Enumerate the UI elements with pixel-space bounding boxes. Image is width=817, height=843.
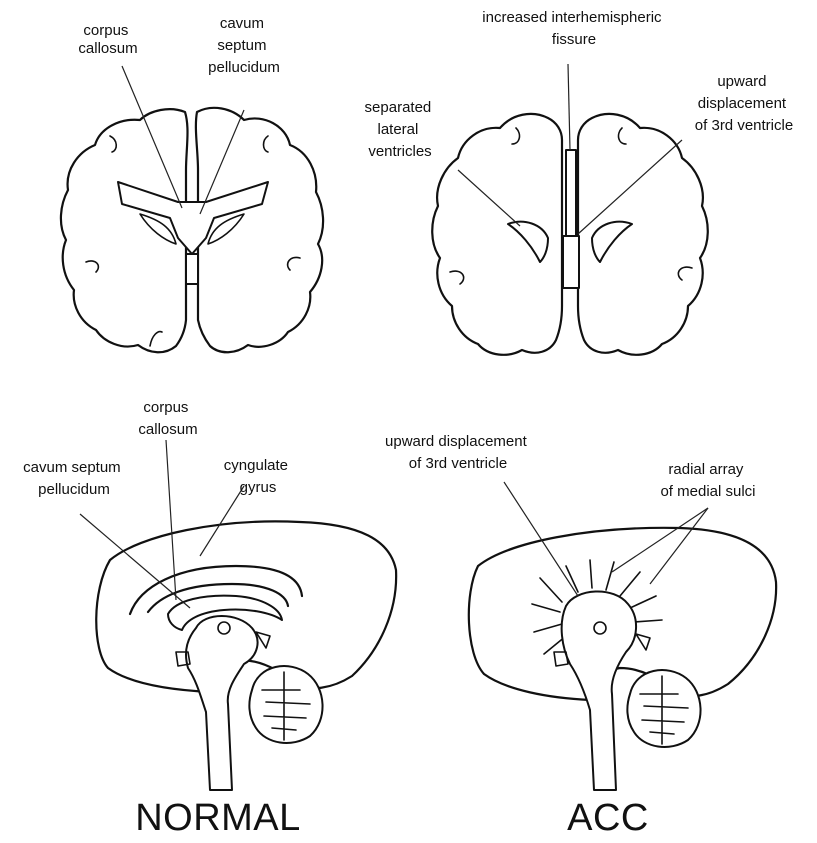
acc-third-ventricle	[563, 236, 579, 288]
acc-sagittal-3rd-label: upward displacement of 3rd ventricle	[385, 433, 531, 472]
normal-third-ventricle	[186, 254, 198, 284]
normal-sagittal-cc-label: corpus callosum	[138, 399, 197, 438]
acc-coronal-brain	[432, 64, 708, 355]
acc-cerebellum	[627, 670, 700, 747]
normal-coronal-brain	[61, 66, 323, 352]
normal-caption: NORMAL	[135, 797, 301, 839]
normal-coronal-csp-label: cavum septum pellucidum	[208, 15, 280, 76]
normal-sagittal-cingulate-label: cyngulate gyrus	[224, 457, 292, 496]
normal-sagittal-brain	[80, 440, 396, 790]
acc-right-ventricle	[592, 222, 632, 262]
acc-coronal-3rd-label: upward displacement of 3rd ventricle	[695, 73, 793, 134]
normal-diencephalon	[186, 616, 257, 790]
normal-coronal-cc-label: corpus callosum	[78, 22, 137, 57]
acc-coronal-ventricles-label: separated lateral ventricles	[365, 99, 436, 160]
normal-cerebellum	[249, 666, 322, 743]
acc-sagittal-sulci-label: radial array of medial sulci	[660, 461, 755, 500]
acc-sagittal-brain	[469, 482, 776, 790]
acc-left-ventricle	[508, 222, 548, 262]
normal-coronal-ventricles	[118, 182, 268, 254]
acc-caption: ACC	[567, 797, 649, 839]
acc-coronal-fissure-label: increased interhemispheric fissure	[482, 9, 665, 48]
normal-sagittal-csp-label: cavum septum pellucidum	[23, 459, 125, 498]
acc-interhemispheric-fissure	[566, 150, 576, 236]
acc-diencephalon	[562, 591, 636, 790]
